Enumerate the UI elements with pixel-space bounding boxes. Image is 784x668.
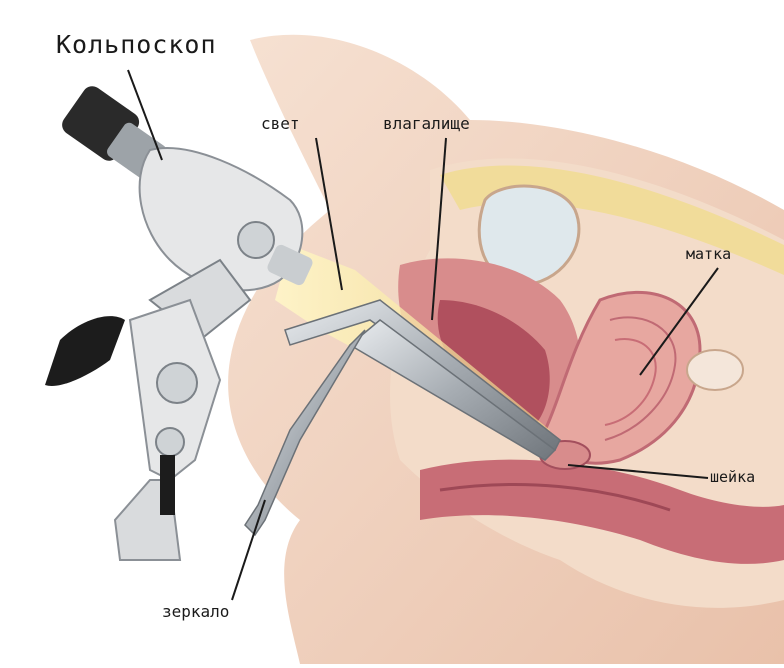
colposcope-title: Кольпоскоп — [56, 30, 217, 59]
label-light: свет — [261, 114, 300, 133]
label-cervix: шейка — [710, 468, 755, 486]
label-speculum: зеркало — [162, 602, 229, 621]
label-uterus: матка — [686, 245, 731, 263]
leader-speculum — [232, 500, 265, 600]
ovary — [687, 350, 743, 390]
label-vagina: влагалище — [383, 114, 470, 133]
